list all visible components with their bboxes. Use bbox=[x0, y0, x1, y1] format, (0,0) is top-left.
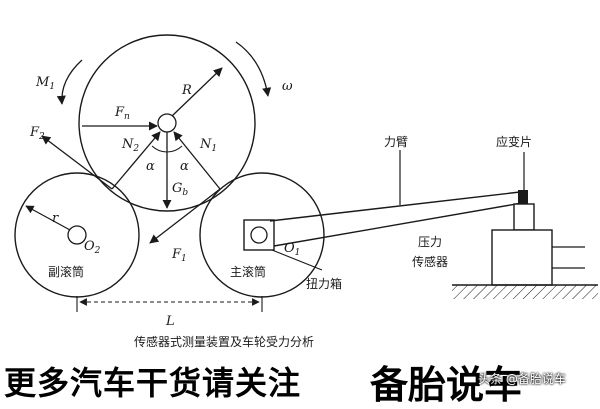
sensor-plunger bbox=[513, 203, 535, 231]
label-N2: N2 bbox=[121, 137, 139, 154]
force-arm-upper bbox=[269, 191, 521, 222]
arrow-M1 bbox=[56, 59, 83, 105]
diagram-canvas: M1 ω R F2 Fn N2 N1 α α Gb r O2 O1 F1 L 副… bbox=[14, 34, 598, 349]
arrow-F2 bbox=[41, 135, 113, 190]
watermark-text: 头条 @备胎说车 bbox=[478, 372, 566, 386]
label-F1: F1 bbox=[171, 247, 187, 264]
alpha-arc-right bbox=[166, 145, 183, 153]
pressure-sensor-body bbox=[491, 229, 553, 286]
banner-main-text: 更多汽车干货请关注 bbox=[4, 364, 302, 402]
label-force-arm: 力臂 bbox=[384, 135, 408, 149]
label-alpha-right: α bbox=[180, 159, 189, 174]
secondary-roller-hub bbox=[67, 225, 87, 245]
diagram-caption: 传感器式测量装置及车轮受力分析 bbox=[134, 334, 314, 349]
label-pressure-sensor-1: 压力 bbox=[418, 235, 442, 249]
strain-gauge-block bbox=[518, 190, 528, 204]
ground-hatch bbox=[452, 285, 598, 299]
label-O1: O1 bbox=[284, 241, 300, 258]
label-pressure-sensor-2: 传感器 bbox=[412, 254, 448, 269]
label-strain-gauge: 应变片 bbox=[496, 134, 532, 149]
label-r: r bbox=[52, 211, 59, 226]
label-N1: N1 bbox=[199, 137, 217, 154]
arrow-F1 bbox=[149, 188, 221, 244]
label-O2: O2 bbox=[84, 239, 101, 256]
label-R: R bbox=[181, 83, 192, 98]
label-F2: F2 bbox=[29, 125, 45, 142]
promo-banner: 更多汽车干货请关注 备胎说车 头条 @备胎说车 bbox=[0, 352, 600, 407]
label-secondary-roller: 副滚筒 bbox=[48, 264, 84, 279]
torque-box-hub bbox=[250, 226, 268, 244]
label-alpha-left: α bbox=[146, 159, 155, 174]
arrow-r bbox=[25, 205, 71, 231]
label-torque-box: 扭力箱 bbox=[306, 276, 342, 291]
arrow-N1 bbox=[173, 131, 221, 190]
arrow-R bbox=[171, 67, 223, 117]
label-omega: ω bbox=[282, 79, 293, 94]
label-M1: M1 bbox=[35, 75, 55, 92]
label-Gb: Gb bbox=[172, 181, 188, 198]
alpha-arc-left bbox=[151, 145, 168, 153]
label-main-roller: 主滚筒 bbox=[230, 264, 266, 279]
wheel-circle bbox=[78, 34, 256, 212]
wheel-hub bbox=[157, 113, 177, 133]
label-L: L bbox=[165, 314, 175, 329]
torque-box-leader bbox=[271, 249, 323, 271]
arrow-omega bbox=[235, 41, 272, 97]
label-Fn: Fn bbox=[114, 105, 130, 122]
arrow-N2 bbox=[111, 131, 161, 190]
force-arm-lower bbox=[273, 202, 523, 247]
